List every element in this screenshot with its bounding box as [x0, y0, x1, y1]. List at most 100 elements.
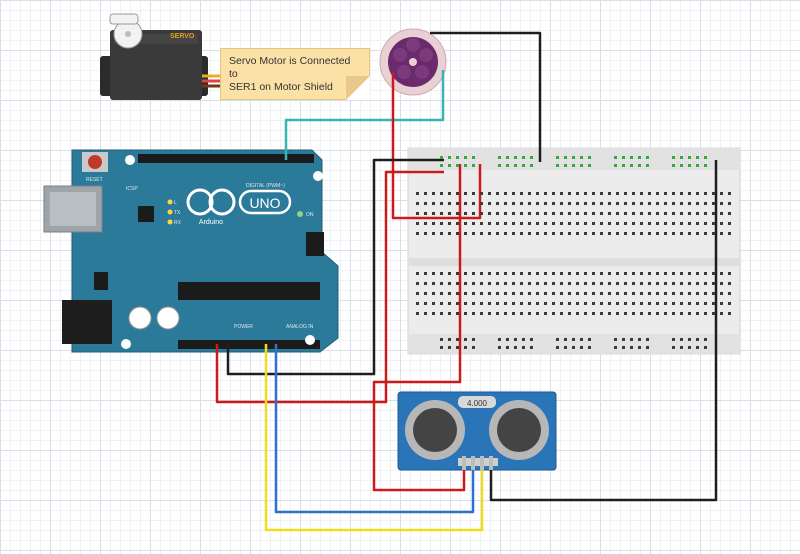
icsp-label: ICSP — [126, 186, 138, 192]
breadboard-hole — [520, 202, 523, 205]
breadboard-hole — [584, 282, 587, 285]
breadboard-hole — [440, 212, 443, 215]
breadboard-hole — [648, 272, 651, 275]
breadboard-hole — [536, 302, 539, 305]
breadboard-hole — [440, 312, 443, 315]
breadboard-hole — [680, 272, 683, 275]
breadboard-hole — [672, 272, 675, 275]
wire-red-sensor — [372, 164, 466, 492]
breadboard-hole — [688, 222, 691, 225]
breadboard-hole — [440, 202, 443, 205]
breadboard-hole — [680, 282, 683, 285]
breadboard-hole — [704, 232, 707, 235]
breadboard-hole — [512, 282, 515, 285]
rx-label: RX — [174, 220, 182, 226]
breadboard-hole — [488, 312, 491, 315]
breadboard-hole — [504, 212, 507, 215]
breadboard-hole — [728, 192, 731, 195]
breadboard-hole — [704, 192, 707, 195]
breadboard-hole — [440, 272, 443, 275]
breadboard-hole — [472, 202, 475, 205]
breadboard-hole — [728, 232, 731, 235]
breadboard-hole — [528, 302, 531, 305]
breadboard-hole — [488, 202, 491, 205]
note-line-2: SER1 on Motor Shield — [229, 81, 333, 93]
breadboard-hole — [680, 292, 683, 295]
breadboard-hole — [568, 192, 571, 195]
breadboard-hole — [704, 272, 707, 275]
breadboard-hole — [632, 232, 635, 235]
breadboard-hole — [646, 164, 649, 167]
breadboard-hole — [648, 222, 651, 225]
breadboard-hole — [696, 212, 699, 215]
breadboard-hole — [552, 302, 555, 305]
breadboard-hole — [416, 232, 419, 235]
breadboard-hole — [576, 312, 579, 315]
breadboard-hole — [424, 292, 427, 295]
breadboard-hole — [496, 292, 499, 295]
breadboard-hole — [520, 272, 523, 275]
breadboard-hole — [496, 302, 499, 305]
breadboard-hole — [672, 222, 675, 225]
breadboard-hole — [572, 338, 575, 341]
breadboard-hole — [616, 292, 619, 295]
breadboard-hole — [720, 292, 723, 295]
breadboard-hole — [656, 282, 659, 285]
breadboard-hole — [616, 302, 619, 305]
breadboard-hole — [728, 302, 731, 305]
breadboard-hole — [576, 192, 579, 195]
breadboard-hole — [456, 346, 459, 349]
breadboard-hole — [448, 212, 451, 215]
breadboard-hole — [624, 222, 627, 225]
wire-black-sensor — [489, 160, 718, 502]
breadboard-hole — [664, 192, 667, 195]
breadboard-hole — [456, 202, 459, 205]
breadboard-hole — [704, 164, 707, 167]
breadboard-hole — [514, 338, 517, 341]
breadboard-hole — [472, 282, 475, 285]
breadboard-hole — [528, 222, 531, 225]
breadboard-hole — [680, 192, 683, 195]
breadboard-hole — [622, 156, 625, 159]
breadboard-hole — [498, 338, 501, 341]
breadboard-hole — [696, 346, 699, 349]
breadboard-hole — [472, 338, 475, 341]
breadboard-hole — [640, 282, 643, 285]
breadboard-hole — [522, 164, 525, 167]
breadboard-hole — [672, 156, 675, 159]
breadboard-hole — [528, 232, 531, 235]
breadboard-hole — [564, 164, 567, 167]
breadboard-hole — [552, 212, 555, 215]
breadboard-hole — [456, 292, 459, 295]
breadboard-hole — [688, 164, 691, 167]
breadboard-hole — [544, 232, 547, 235]
breadboard-hole — [576, 222, 579, 225]
breadboard-hole — [480, 202, 483, 205]
breadboard-hole — [728, 282, 731, 285]
breadboard-hole — [624, 202, 627, 205]
breadboard-hole — [672, 346, 675, 349]
breadboard-hole — [552, 272, 555, 275]
breadboard-hole — [424, 192, 427, 195]
breadboard-hole — [464, 202, 467, 205]
breadboard-hole — [696, 164, 699, 167]
breadboard-hole — [664, 212, 667, 215]
breadboard-hole — [584, 192, 587, 195]
breadboard-hole — [488, 272, 491, 275]
breadboard-hole — [480, 302, 483, 305]
breadboard-hole — [496, 192, 499, 195]
breadboard-hole — [680, 164, 683, 167]
breadboard-hole — [448, 192, 451, 195]
breadboard-hole — [560, 292, 563, 295]
arduino-uno-label: UNO — [249, 195, 280, 211]
breadboard-hole — [712, 272, 715, 275]
breadboard-hole — [464, 346, 467, 349]
breadboard-hole — [448, 202, 451, 205]
breadboard-hole — [568, 202, 571, 205]
breadboard-hole — [632, 292, 635, 295]
breadboard-hole — [456, 222, 459, 225]
breadboard-hole — [680, 212, 683, 215]
breadboard-hole — [704, 222, 707, 225]
breadboard-hole — [580, 338, 583, 341]
breadboard-hole — [608, 202, 611, 205]
